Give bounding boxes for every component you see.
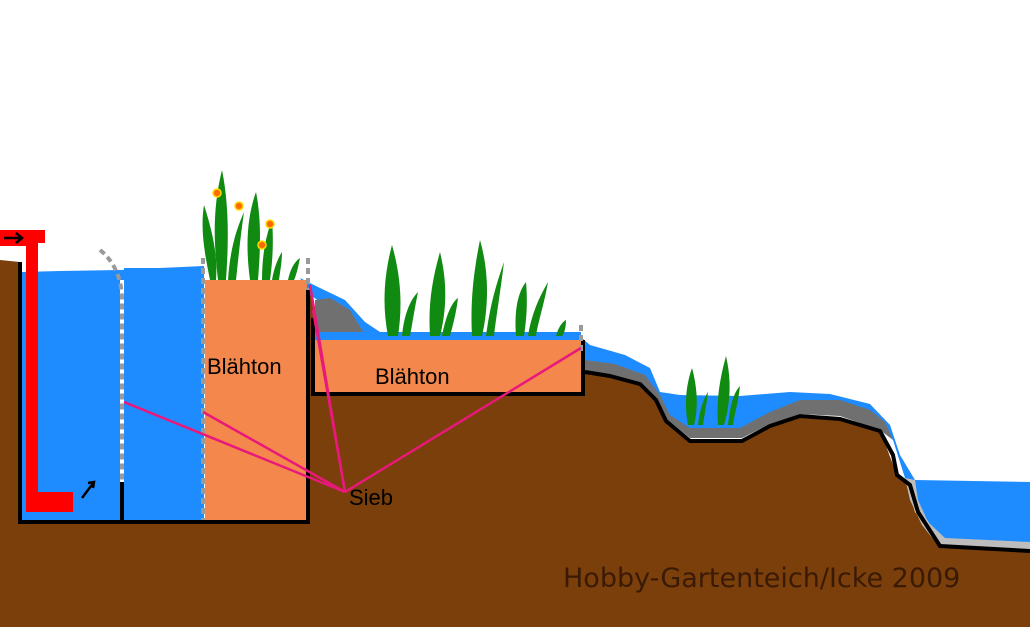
credit-text: Hobby-Gartenteich/Icke 2009 [563, 563, 960, 594]
filter-chamber-water [124, 268, 204, 520]
clay-media-chamber-2 [313, 340, 581, 392]
clay-media-chamber-1 [205, 280, 307, 520]
media-label-left: Blähton [207, 354, 282, 379]
soil [0, 260, 1030, 627]
media-label-right: Blähton [375, 364, 450, 389]
liner-grey-slope [585, 360, 893, 440]
liner-outline [584, 370, 1030, 553]
sieve-label: Sieb [349, 485, 393, 510]
water-surface-top [22, 266, 204, 280]
plants-chamber-1 [202, 170, 300, 280]
flow-arrow-icon [81, 480, 96, 499]
sieve-1 [98, 248, 124, 482]
flowers [212, 188, 275, 250]
plants-slope [685, 356, 740, 425]
chamber-walls [18, 262, 585, 524]
inlet-pipe [0, 230, 73, 512]
pump-chamber-water [22, 272, 120, 520]
plants-chamber-2 [384, 240, 566, 336]
sieve-leader-lines [123, 284, 582, 494]
pipe-arrow-icon [4, 232, 24, 244]
liner-grey-lower [905, 478, 1030, 552]
